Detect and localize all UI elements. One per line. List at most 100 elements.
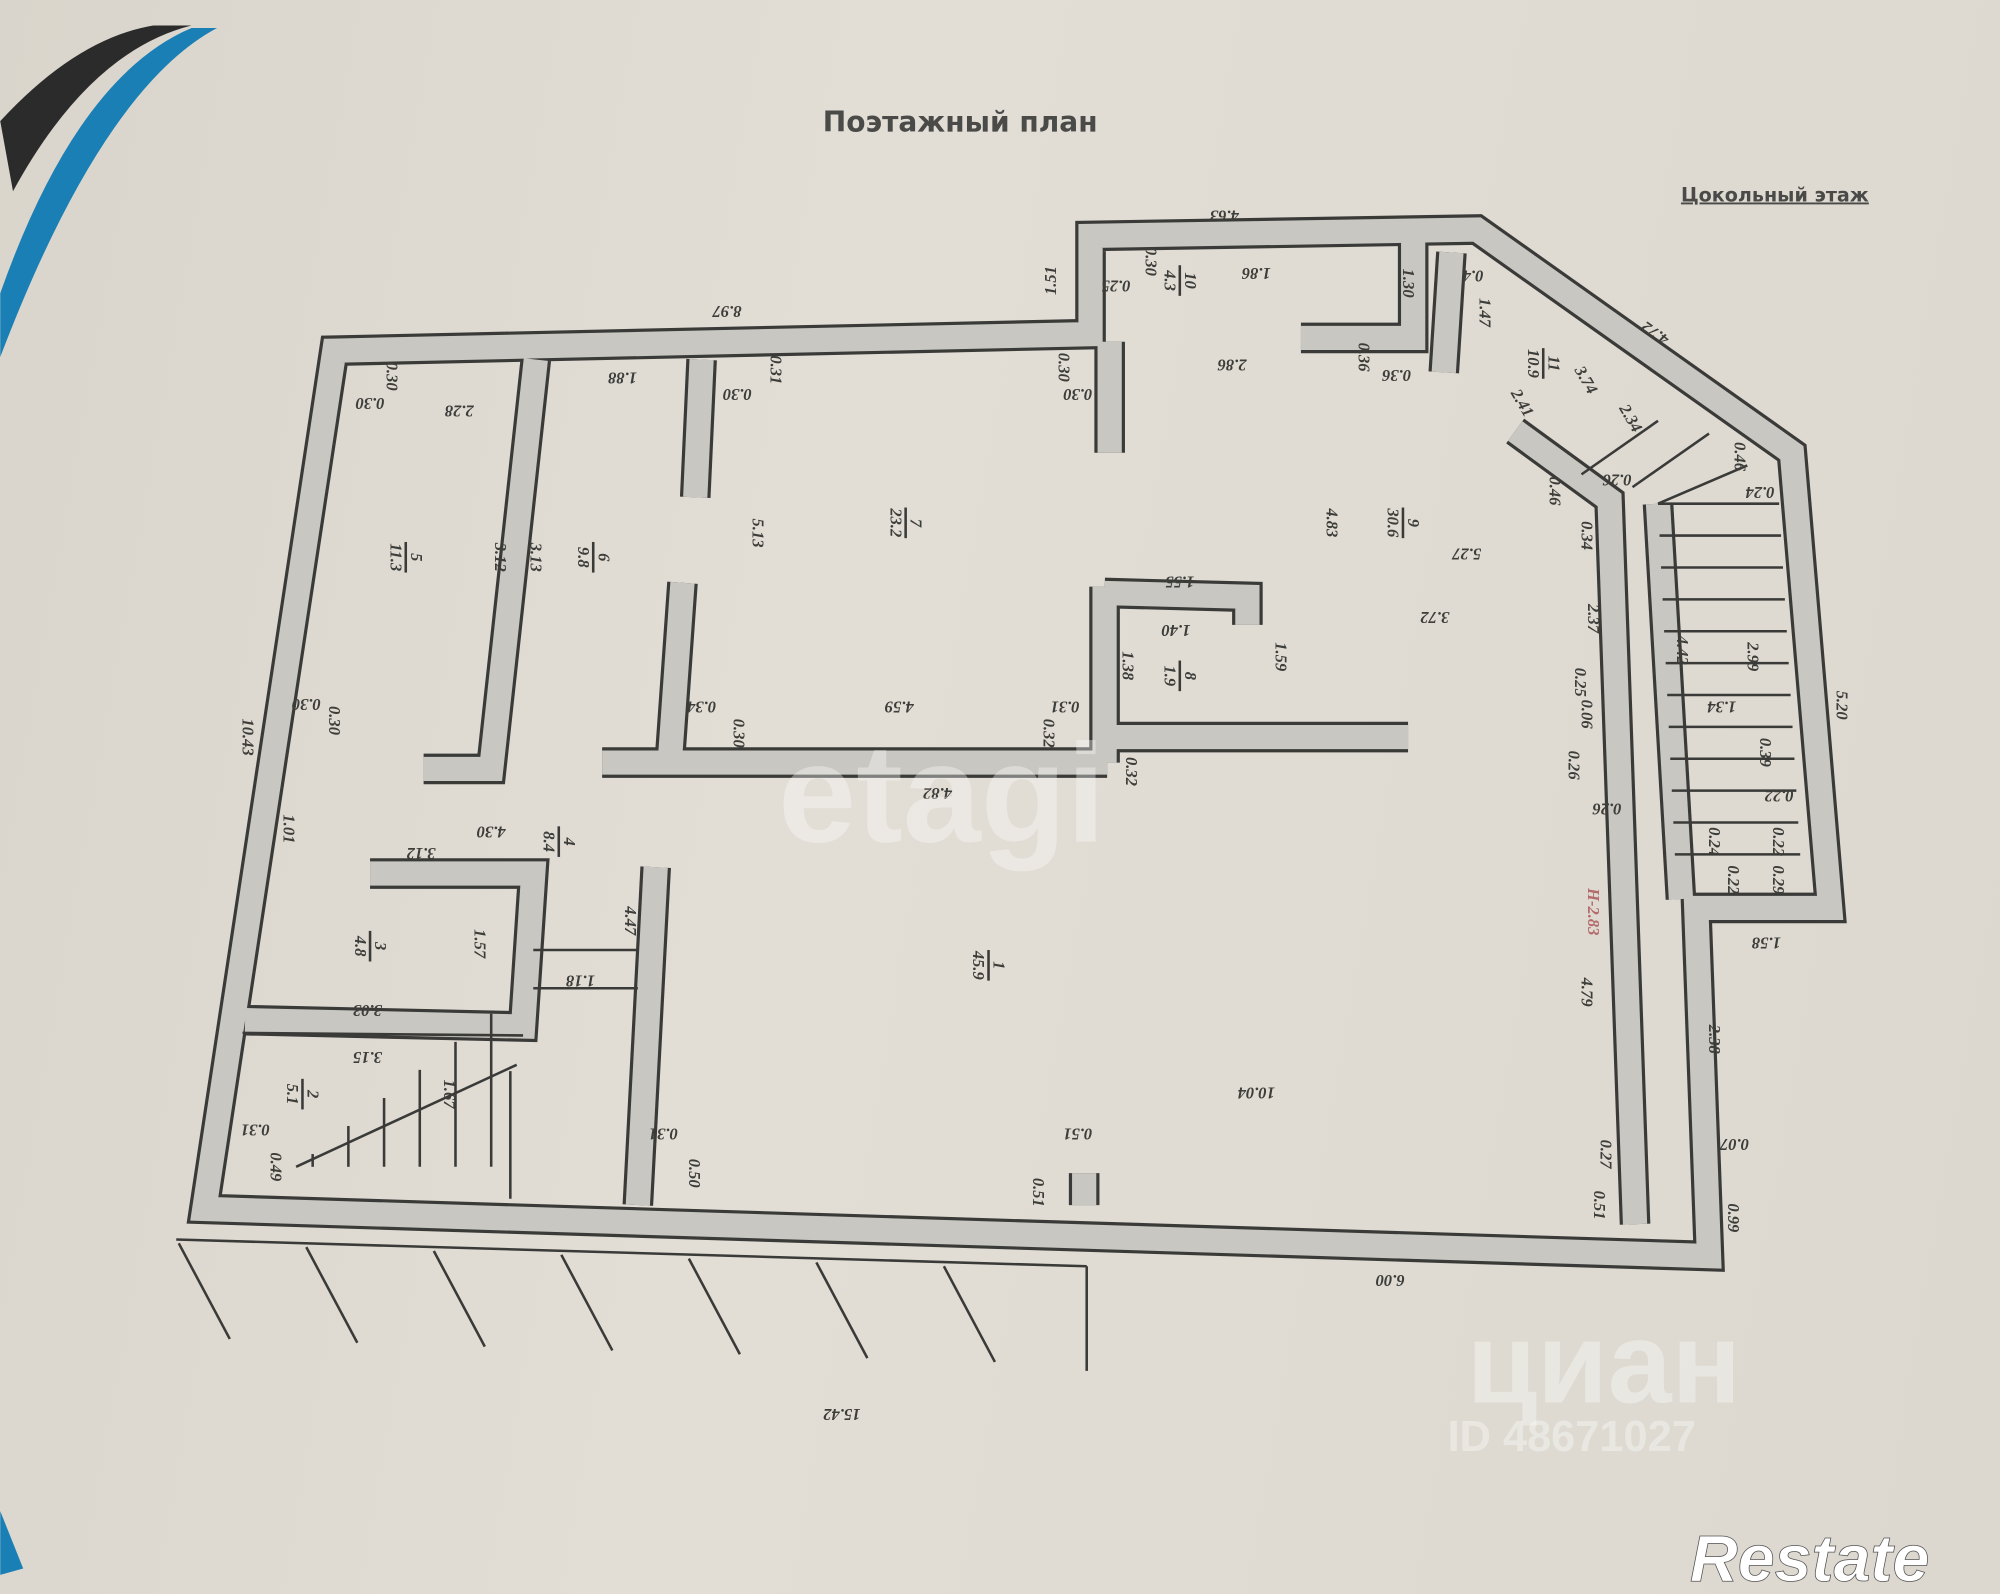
dimension-label: 0.32 <box>1039 719 1058 748</box>
dimension-label: 3.03 <box>353 1001 383 1020</box>
room-number: 2 <box>304 1089 323 1098</box>
room-number: 11 <box>1544 356 1563 372</box>
dimension-label: 4.83 <box>1322 507 1341 537</box>
dimension-label: 2.86 <box>1217 356 1248 375</box>
dimension-label: 3.12 <box>491 542 510 572</box>
dimension-label: 6.00 <box>1376 1271 1405 1290</box>
dimension-label: 0.25 <box>1571 668 1590 697</box>
dimension-label: 0.39 <box>1756 738 1775 767</box>
wall-fill <box>190 217 1844 1269</box>
room-area: 11.3 <box>386 543 405 571</box>
dimension-label: 5.27 <box>1452 544 1482 563</box>
room-area: 23.2 <box>886 507 905 537</box>
dimension-label: 2.38 <box>1705 1024 1724 1055</box>
dimension-label: 0.26 <box>1565 751 1584 781</box>
dimension-label: 2.37 <box>1584 603 1603 634</box>
dimension-label: 1.86 <box>1241 264 1271 283</box>
room-area: 9.8 <box>574 547 593 568</box>
room-area: 5.1 <box>283 1084 302 1105</box>
room-number: 5 <box>407 553 426 561</box>
drawing-line <box>305 1246 359 1344</box>
dimension-label: 0.22 <box>1724 865 1743 894</box>
room-area: 45.9 <box>969 950 988 980</box>
dimension-label: 0.32 <box>1122 757 1141 786</box>
dimension-label: 1.18 <box>565 972 595 991</box>
dimension-label: 1.58 <box>1751 933 1781 952</box>
dimension-label: 2.99 <box>1743 641 1762 671</box>
dimension-label: 0.30 <box>292 695 321 714</box>
dimension-label: 4.82 <box>923 784 953 803</box>
dimension-label: 3.13 <box>527 542 546 572</box>
dimension-label: 1.01 <box>279 814 298 843</box>
room-number: 3 <box>371 941 390 950</box>
drawing-line <box>815 1261 869 1359</box>
dimension-label: 0.24 <box>1746 483 1775 502</box>
wall-fill <box>1431 251 1464 374</box>
dimension-label: 0.51 <box>1029 1178 1048 1207</box>
dimension-label: 0.07 <box>1719 1135 1749 1154</box>
dimension-label: 15.42 <box>823 1405 860 1424</box>
dimension-label: 0.51 <box>1063 1125 1092 1144</box>
dimension-label: 0.30 <box>356 394 385 413</box>
cian-id-watermark: ID 48671027 <box>1448 1413 1696 1461</box>
dimension-label: 0.36 <box>1354 343 1373 373</box>
wall-fill <box>1508 421 1648 1225</box>
dimension-label: 0.30 <box>1055 353 1074 382</box>
room-2: 25.1 <box>283 1078 323 1110</box>
dimension-label: 0.30 <box>383 362 402 391</box>
dimension-label: 3.72 <box>1420 608 1450 627</box>
room-9: 930.6 <box>1384 507 1423 539</box>
room-number: 10 <box>1181 272 1200 289</box>
wall-fill <box>1645 503 1694 900</box>
dimension-label: 1.34 <box>1707 697 1736 716</box>
room-10: 104.3 <box>1161 265 1200 296</box>
room-4: 48.4 <box>539 826 579 857</box>
room-number: 1 <box>990 961 1009 969</box>
dimension-label: 3.12 <box>407 844 437 863</box>
dimension-label: 0.27 <box>1597 1140 1616 1170</box>
wall-fill <box>683 359 714 498</box>
dimension-label: 1.38 <box>1118 651 1137 681</box>
dimension-label: 1.30 <box>1399 269 1418 298</box>
room-7: 723.2 <box>886 507 926 539</box>
dimension-label: 8.97 <box>712 302 742 321</box>
dimension-label: 2.41 <box>1507 385 1538 420</box>
dimension-label: 0.22 <box>1765 787 1794 806</box>
dimension-label: 2.34 <box>1615 400 1646 435</box>
dimension-label: 4.63 <box>1210 206 1240 225</box>
dimension-label: 3.74 <box>1570 362 1601 397</box>
wall-fill <box>423 358 548 782</box>
dimension-label: 0.46 <box>1546 476 1565 506</box>
binder-stripe-blue <box>0 28 218 358</box>
dimension-label: 0.30 <box>723 385 752 404</box>
walls <box>186 214 1847 1272</box>
room-area: 4.8 <box>351 935 370 957</box>
dimension-label: 4.59 <box>885 697 915 716</box>
drawing-line <box>177 1242 231 1340</box>
dimension-label: 1.51 <box>1041 266 1060 295</box>
stair-lines <box>176 419 1801 1371</box>
dimension-label: 4.47 <box>621 905 640 936</box>
dimension-label: 0.51 <box>1590 1191 1609 1220</box>
dimension-label: 0.36 <box>1381 366 1411 385</box>
dimension-label: 5.20 <box>1833 691 1852 720</box>
dimension-label: 2.28 <box>444 402 475 421</box>
wall-fill <box>625 866 668 1206</box>
dimension-label: 1.40 <box>1161 621 1190 640</box>
dimension-label: 0.25 <box>1102 277 1131 296</box>
drawing-line <box>560 1254 614 1352</box>
dimension-label: 0.22 <box>1769 827 1788 856</box>
room-number: 8 <box>1181 672 1200 681</box>
wall-fill <box>244 861 547 1039</box>
dimension-label: 4.30 <box>477 822 507 841</box>
drawing-line <box>432 1250 486 1348</box>
room-number: 7 <box>907 519 926 528</box>
room-number: 4 <box>560 836 579 845</box>
floor-name: Цокольный этаж <box>1681 183 1869 206</box>
plan-title: Поэтажный план <box>823 105 1098 138</box>
dimension-label: 0.31 <box>766 355 785 384</box>
room-area: 4.3 <box>1161 269 1180 291</box>
